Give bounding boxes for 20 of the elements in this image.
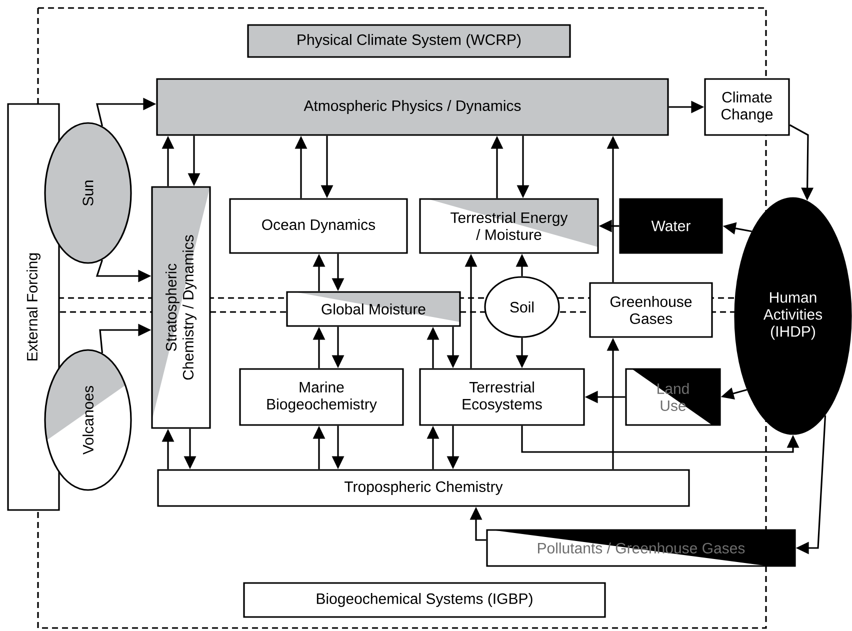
title-box: Physical Climate System (WCRP) <box>247 24 571 58</box>
process-box: Terrestrial Ecosystems <box>419 368 585 426</box>
oval-node: Human Activities (IHDP) <box>734 197 852 435</box>
process-box: Marine Biogeochemistry <box>239 368 404 426</box>
process-box: Terrestrial Energy / Moisture <box>419 198 599 254</box>
node-label: Volcanoes <box>82 386 94 455</box>
process-box: Stratospheric Chemistry / Dynamics <box>151 186 211 429</box>
oval-node: Volcanoes <box>44 349 132 491</box>
process-box: Atmospheric Physics / Dynamics <box>156 78 669 136</box>
process-box: Greenhouse Gases <box>589 282 713 338</box>
process-box: Tropospheric Chemistry <box>157 469 690 507</box>
process-box: Climate Change <box>704 78 790 136</box>
process-box: Water <box>619 198 723 254</box>
process-box: Land Use <box>625 368 721 426</box>
title-box: Biogeochemical Systems (IGBP) <box>243 582 606 618</box>
process-box: Ocean Dynamics <box>229 198 408 254</box>
process-box: Global Moisture <box>286 291 461 327</box>
oval-node: Soil <box>484 276 560 338</box>
process-box: External Forcing <box>7 103 60 511</box>
oval-node: Sun <box>44 122 132 264</box>
